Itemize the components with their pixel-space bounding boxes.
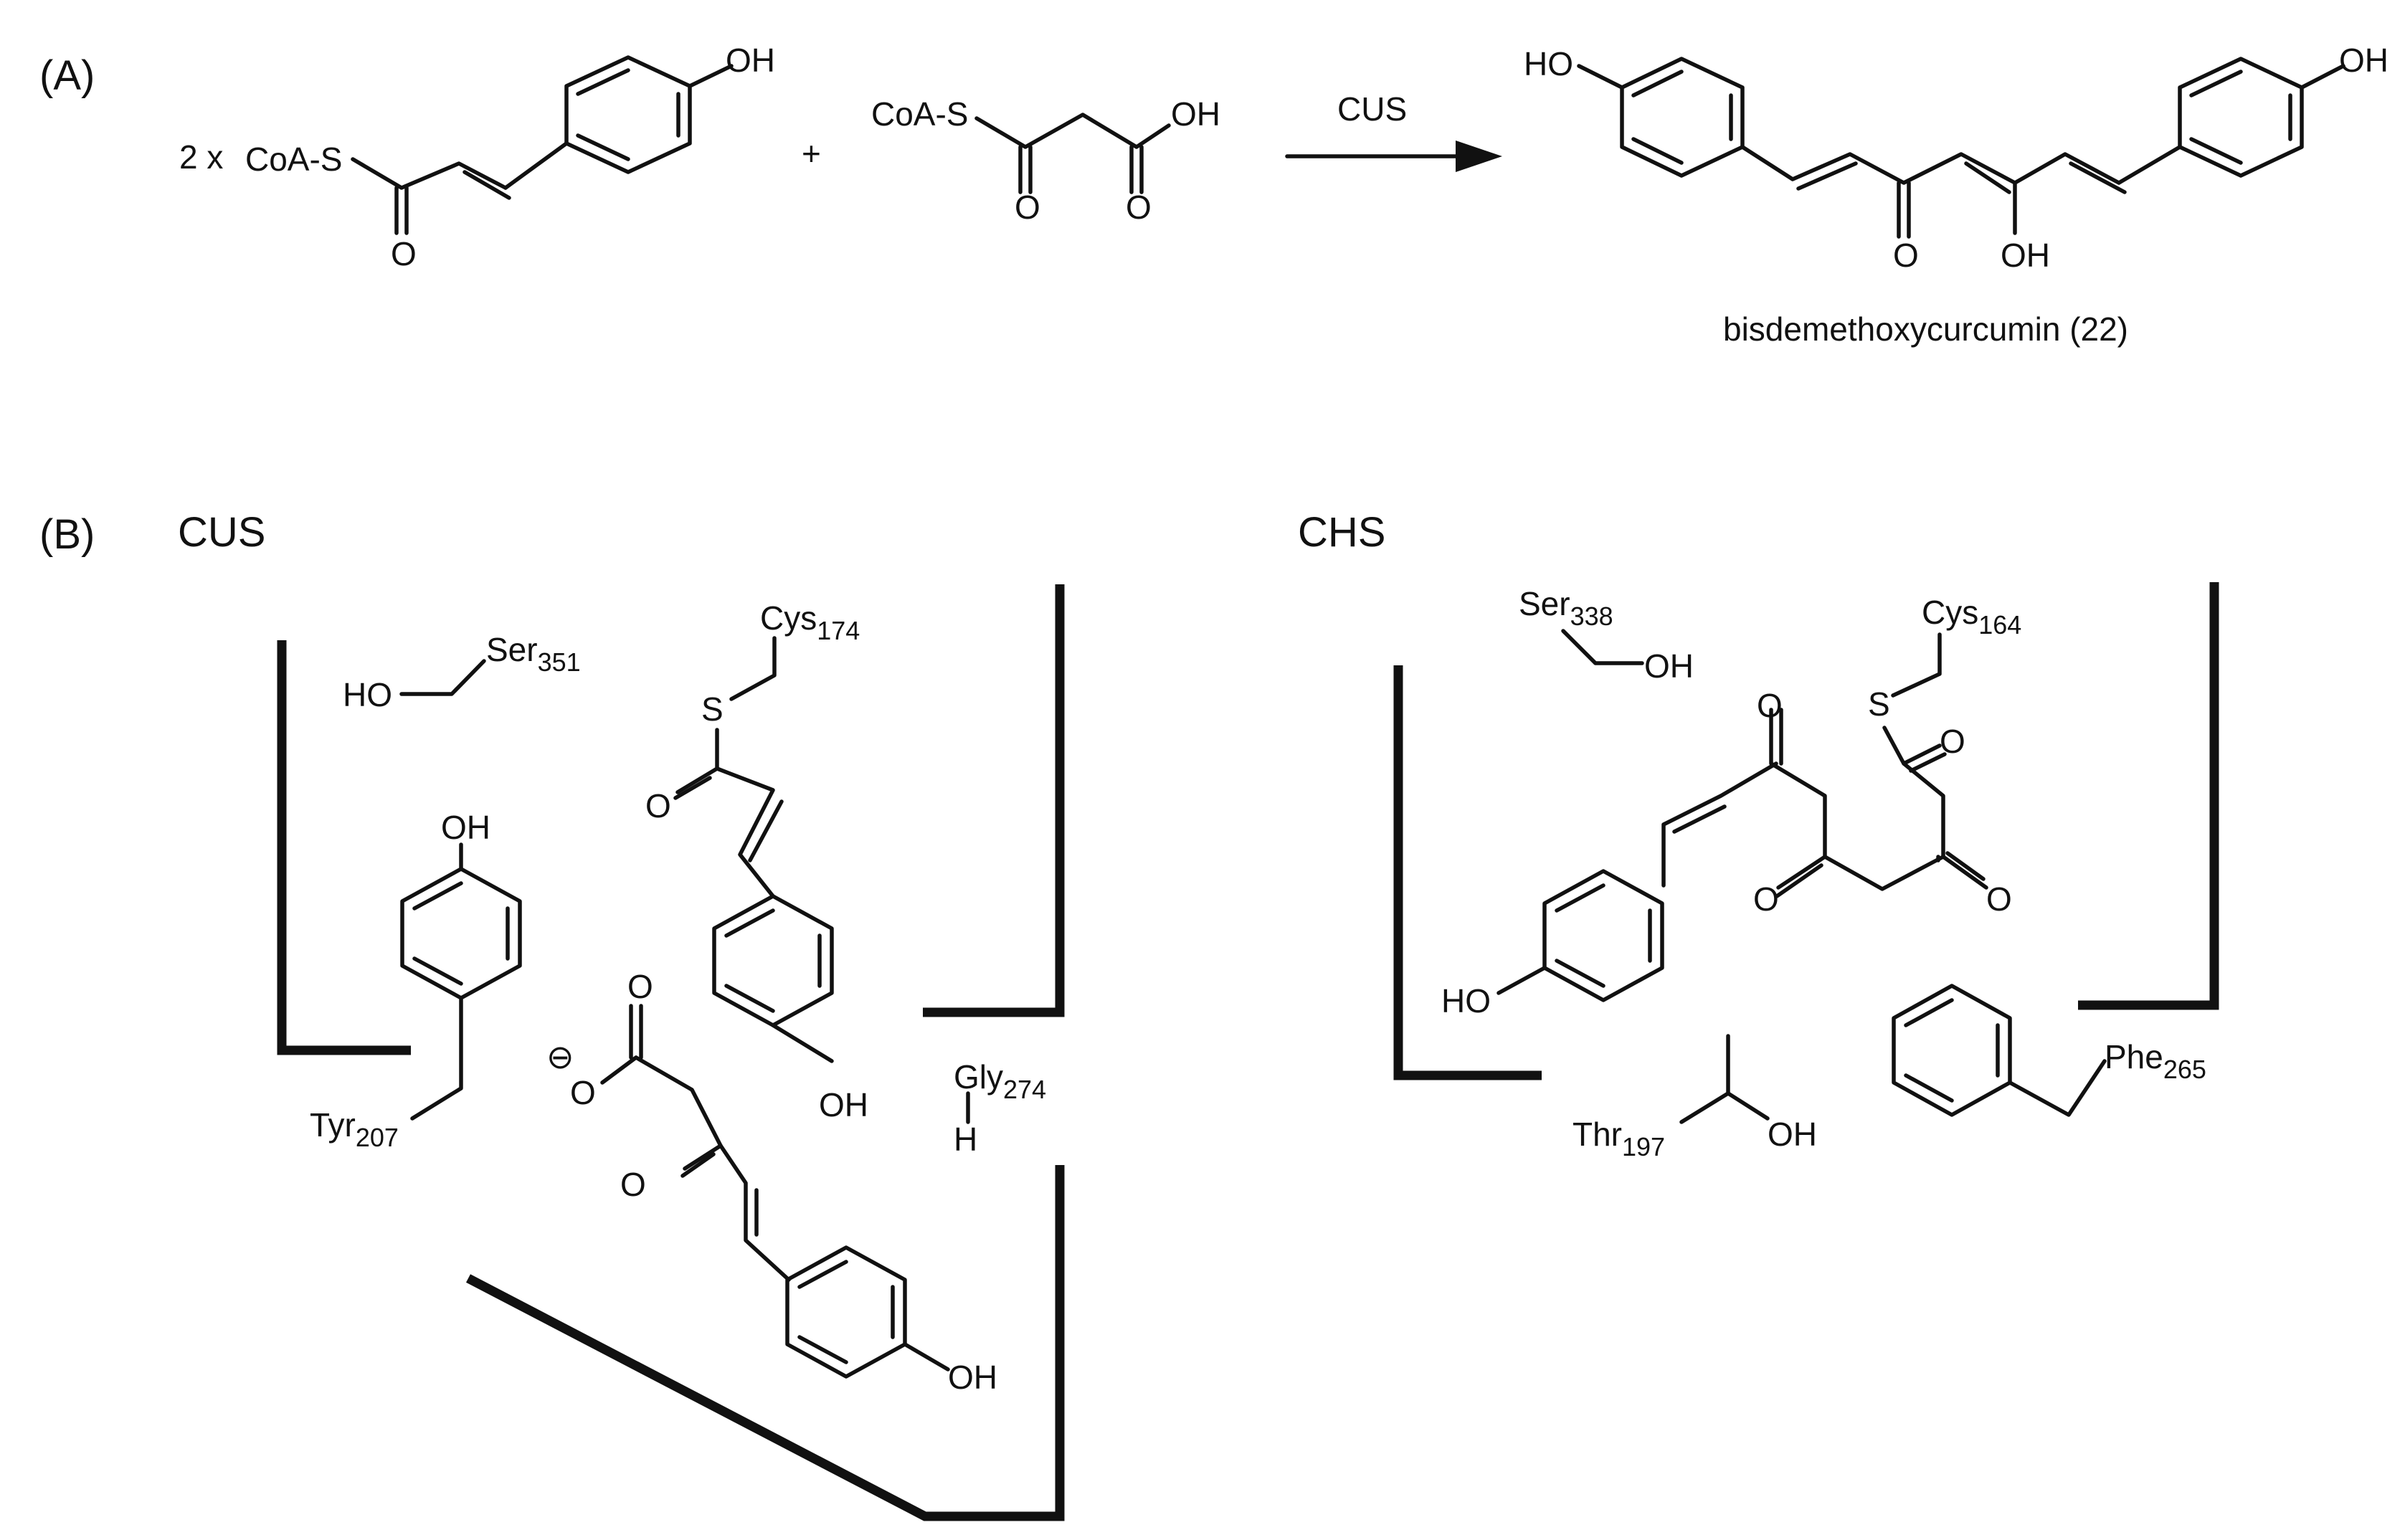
product-name: bisdemethoxycurcumin (22) (1723, 310, 2128, 348)
cus-tyr-label: Tyr207 (310, 1106, 399, 1152)
cus-coumaroyl-oh: OH (819, 1086, 868, 1123)
cus-ser-ho: HO (343, 676, 392, 713)
bisdemethoxycurcumin-structure: HO O OH OH bisdemethoxycurcumin (22) (1524, 42, 2389, 348)
product-ho: HO (1524, 45, 1573, 82)
panel-a: (A) 2 x CoA-S O OH + CoA-S O O OH (39, 42, 2389, 348)
coefficient: 2 x (179, 138, 223, 176)
chs-ho: HO (1441, 982, 1491, 1019)
cus-thioester-s: S (701, 690, 724, 728)
product-oh: OH (2339, 42, 2389, 79)
cus-thioester-o: O (645, 787, 671, 824)
cus-gly-h: H (954, 1121, 977, 1158)
acid-o: O (1126, 189, 1152, 226)
cus-active-site: CUS HO Ser351 Cys174 S O OH OH (178, 509, 1065, 1521)
cus-pocket-wall-right (923, 584, 1065, 1017)
chs-keto-o-right: O (1986, 880, 2012, 918)
product-enol-oh: OH (2001, 237, 2050, 274)
panel-b: (B) CUS HO Ser351 Cys174 S O OH (39, 509, 2219, 1521)
plus-sign: + (802, 135, 821, 172)
chs-thioester-s: S (1868, 685, 1890, 723)
chs-keto-o-middle: O (1753, 880, 1779, 918)
cus-gly-label: Gly274 (954, 1058, 1046, 1104)
chs-active-site: CHS Ser338 OH Cys164 S O O O O (1298, 509, 2219, 1161)
p-coumaroyl-coa-structure: 2 x CoA-S O OH (179, 42, 775, 272)
chs-phe-label: Phe265 (2105, 1038, 2206, 1084)
product-o: O (1893, 237, 1919, 274)
carbonyl-o-2: O (1015, 189, 1040, 226)
malonyl-coa-structure: CoA-S O O OH (871, 95, 1220, 226)
cus-ser-label: Ser351 (486, 631, 581, 677)
panel-a-label: (A) (39, 52, 95, 99)
chs-keto-o-top: O (1757, 687, 1783, 724)
cus-diketide-oh: OH (948, 1359, 997, 1396)
cus-title: CUS (178, 509, 265, 556)
cus-negative-charge: ⊖ (546, 1038, 574, 1075)
cus-pocket-wall-left (277, 640, 411, 1055)
cus-pocket-wall-bottom (465, 1165, 1065, 1521)
chs-title: CHS (1298, 509, 1385, 556)
cus-keto-o: O (620, 1166, 646, 1203)
cus-carboxyl-o: O (627, 968, 653, 1005)
coa-s-label-2: CoA-S (871, 95, 968, 133)
carbonyl-o-1: O (391, 235, 417, 272)
chs-thioester-o: O (1940, 723, 1965, 760)
chs-pocket-wall-left (1393, 665, 1542, 1080)
chs-pocket-wall-right (2078, 582, 2219, 1010)
chs-ser-label: Ser338 (1519, 585, 1613, 631)
chs-thr-oh: OH (1768, 1116, 1817, 1153)
cus-cys-label: Cys174 (760, 599, 860, 645)
enzyme-label: CUS (1337, 90, 1407, 128)
panel-b-label: (B) (39, 511, 95, 558)
cus-tyr-oh: OH (441, 809, 490, 846)
chs-thr-label: Thr197 (1573, 1116, 1665, 1161)
coa-s-label-1: CoA-S (245, 141, 342, 178)
phenol-oh-1: OH (726, 42, 775, 79)
acid-oh: OH (1171, 95, 1220, 133)
cus-carboxylate-o: O (570, 1074, 596, 1111)
chs-cys-label: Cys164 (1922, 594, 2021, 640)
chs-ser-oh: OH (1644, 647, 1694, 685)
reaction-arrow: CUS (1285, 90, 1502, 172)
